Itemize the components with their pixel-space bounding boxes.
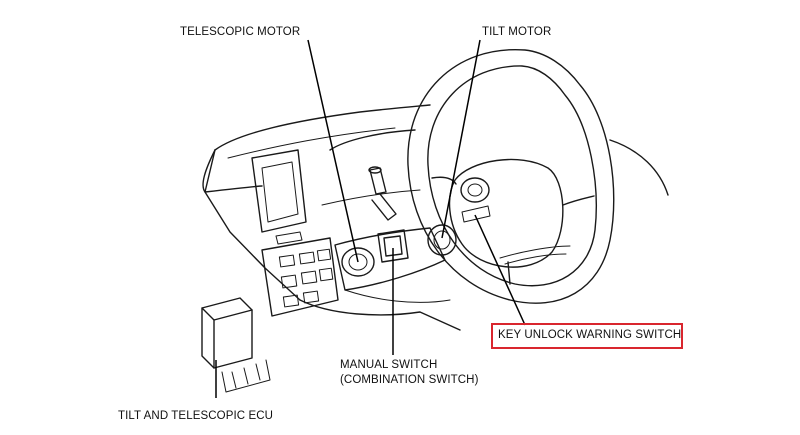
steering-wheel xyxy=(407,49,615,304)
center-vent-slot xyxy=(275,231,303,245)
column-shroud-lower xyxy=(344,289,451,303)
label-manual-switch: MANUAL SWITCH xyxy=(340,359,438,371)
leader-tilt-motor xyxy=(441,39,481,239)
label-key-unlock-warning-switch: KEY UNLOCK WARNING SWITCH xyxy=(498,329,682,341)
dashboard-left-edge xyxy=(202,149,216,193)
ecu-bracket-lines xyxy=(231,363,261,389)
key-cylinder xyxy=(460,177,491,223)
label-tilt-telescopic-ecu: TILT AND TELESCOPIC ECU xyxy=(118,410,274,422)
dashboard-upper-face xyxy=(204,149,301,301)
cluster-lower xyxy=(321,189,421,206)
knee-panel xyxy=(299,299,461,331)
ecu-box xyxy=(201,297,253,369)
label-telescopic-motor: TELESCOPIC MOTOR xyxy=(180,26,301,38)
center-vent-inner xyxy=(261,161,299,223)
dashboard-top-edge xyxy=(214,104,431,151)
dashboard-crease xyxy=(227,127,396,159)
telescopic-motor-body xyxy=(341,247,375,277)
highlight-box xyxy=(491,323,683,349)
dashboard-right-edge xyxy=(609,139,669,196)
cluster-hood xyxy=(329,129,416,151)
manual-switch-body xyxy=(377,229,409,263)
center-console-panel xyxy=(261,237,339,317)
leader-key-unlock-switch xyxy=(474,214,526,326)
combination-switch-lever xyxy=(368,166,397,221)
label-combination-switch: (COMBINATION SWITCH) xyxy=(340,374,479,386)
ecu-bracket xyxy=(221,359,271,393)
center-vent-outer xyxy=(251,149,307,233)
tilt-motor-body xyxy=(427,224,457,256)
label-tilt-motor: TILT MOTOR xyxy=(482,26,552,38)
center-panel-buttons xyxy=(278,248,334,308)
leader-telescopic-motor xyxy=(307,39,359,263)
